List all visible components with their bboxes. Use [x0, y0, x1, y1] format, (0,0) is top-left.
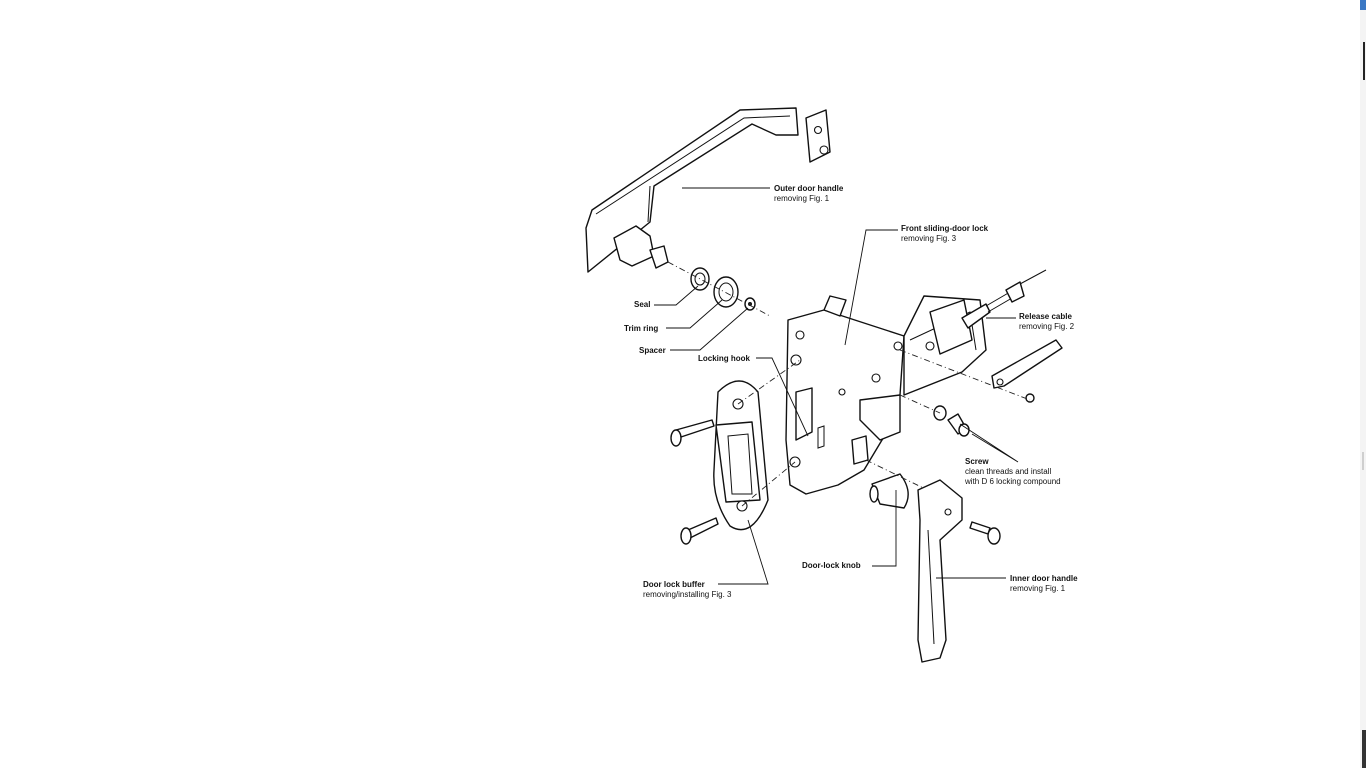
scrollbar-thumb[interactable] — [1362, 452, 1364, 470]
scrollbar-top-marker — [1360, 0, 1366, 10]
release-cable-part — [961, 269, 1047, 329]
scrollbar-position-marker — [1363, 42, 1365, 80]
seal-part — [690, 267, 710, 291]
door-lock-buffer-part — [713, 380, 769, 531]
seal-label: Seal — [634, 300, 651, 309]
outer-door-handle-part — [585, 107, 799, 273]
buffer-screw-lower-part — [680, 517, 719, 545]
scrollbar-bottom-marker — [1362, 730, 1366, 768]
screw-part — [933, 405, 970, 437]
locking-hook-label: Locking hook — [698, 354, 750, 363]
door-lock-knob-label: Door-lock knob — [802, 561, 861, 570]
front-sliding-door-lock-part — [785, 295, 987, 495]
trim-ring-part — [713, 276, 739, 308]
scrollbar-track[interactable] — [1360, 0, 1366, 768]
spacer-label: Spacer — [639, 346, 666, 355]
door-lock-knob-part — [869, 473, 909, 509]
link-rod-part — [899, 339, 1063, 403]
inner-handle-screw-part — [969, 521, 1001, 545]
inner-door-handle-part — [917, 479, 963, 663]
trim-ring-label: Trim ring — [624, 324, 659, 333]
handle-bracket-part — [805, 109, 831, 163]
spacer-part — [744, 297, 756, 311]
buffer-screw-upper-part — [670, 419, 715, 447]
